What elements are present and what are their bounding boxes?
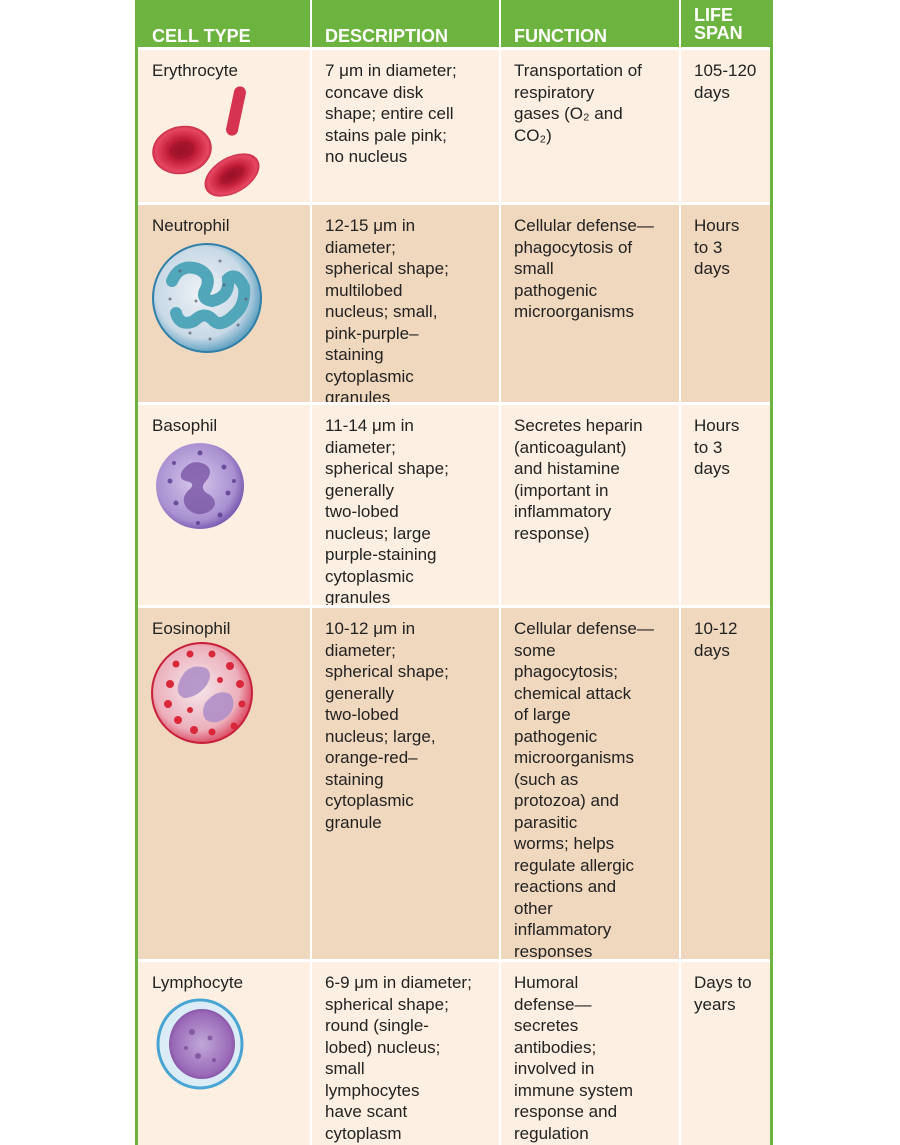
header-description: DESCRIPTION <box>325 26 449 46</box>
cell-life-span: Hours to 3 days <box>694 216 740 278</box>
cell-function: Transportation of respiratory gases (O₂ … <box>514 61 642 145</box>
cell-description: 10-12 μm in diameter; spherical shape; g… <box>325 619 449 832</box>
table-header: CELL TYPE DESCRIPTION FUNCTION LIFE SPAN <box>138 0 770 50</box>
cell-type-name: Neutrophil <box>152 216 230 235</box>
column-divider <box>679 0 681 1145</box>
cell-description: 6-9 μm in diameter; spherical shape; rou… <box>325 973 472 1143</box>
header-life-span: LIFE SPAN <box>694 5 743 43</box>
basophil-illustration <box>156 443 244 529</box>
table-row: Basophil 11-14 μm in diameter; spherical… <box>138 405 770 607</box>
row-divider <box>138 402 770 405</box>
cell-function: Humoral defense— secretes antibodies; in… <box>514 973 634 1143</box>
column-divider <box>499 0 501 1145</box>
row-divider <box>138 605 770 608</box>
cell-function: Cellular defense— phagocytosis of small … <box>514 216 654 321</box>
cell-function: Secretes heparin (anticoagulant) and his… <box>514 416 643 543</box>
header-cell-type: CELL TYPE <box>152 26 251 46</box>
table-row: Lymphocyte 6-9 μm in diameter; spherical… <box>138 962 770 1145</box>
neutrophil-illustration <box>152 243 262 353</box>
table-row: Erythrocyte 7 μm in diameter; concave di… <box>138 50 770 204</box>
lymphocyte-illustration <box>156 998 244 1090</box>
table-row: Neutrophil 12-15 μm in diameter; spheric… <box>138 205 770 407</box>
cell-life-span: 105-120 days <box>694 61 757 102</box>
cell-life-span: Days to years <box>694 973 752 1014</box>
cell-description: 12-15 μm in diameter; spherical shape; m… <box>325 216 449 407</box>
cell-life-span: Hours to 3 days <box>694 416 740 478</box>
cell-type-name: Lymphocyte <box>152 973 244 992</box>
eosinophil-illustration <box>151 642 253 744</box>
cell-type-name: Eosinophil <box>152 619 231 638</box>
cell-function: Cellular defense— some phagocytosis; che… <box>514 619 654 961</box>
table-row: Eosinophil 10-12 μm in diame <box>138 608 770 961</box>
cell-life-span: 10-12 days <box>694 619 738 660</box>
header-function: FUNCTION <box>514 26 607 46</box>
cell-description: 11-14 μm in diameter; spherical shape; g… <box>325 416 449 607</box>
cell-type-name: Basophil <box>152 416 218 435</box>
row-divider <box>138 959 770 962</box>
blood-cell-table: CELL TYPE DESCRIPTION FUNCTION LIFE SPAN… <box>135 0 773 1145</box>
erythrocyte-illustration <box>152 86 260 197</box>
cell-type-name: Erythrocyte <box>152 61 238 80</box>
cell-description: 7 μm in diameter; concave disk shape; en… <box>325 61 457 166</box>
column-divider <box>310 0 312 1145</box>
row-divider <box>138 202 770 205</box>
